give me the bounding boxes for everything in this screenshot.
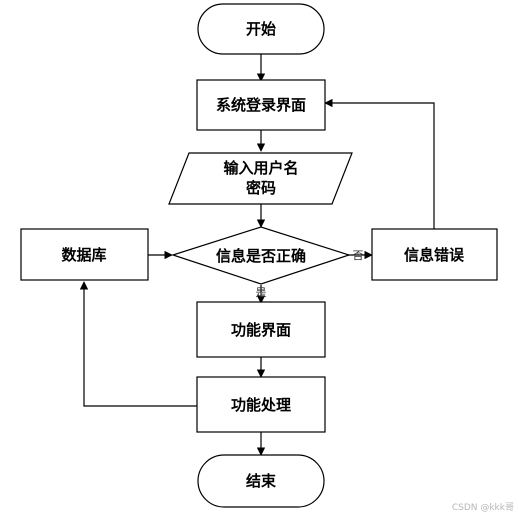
login-label: 系统登录界面 xyxy=(216,96,306,114)
edge-process-database xyxy=(79,281,197,407)
start-node xyxy=(197,3,325,55)
input-label-line1: 输入用户名 xyxy=(223,159,298,177)
check-label: 信息是否正确 xyxy=(216,247,306,265)
check-node xyxy=(171,226,351,285)
edge-error-login xyxy=(324,98,435,229)
error-label: 信息错误 xyxy=(404,246,465,264)
process-label: 功能处理 xyxy=(231,396,291,414)
no-label: 否 xyxy=(353,249,364,262)
process-node xyxy=(196,376,326,433)
error-node xyxy=(371,228,498,281)
watermark: CSDN @kkk哥 xyxy=(452,502,514,513)
end-label: 结束 xyxy=(246,472,277,490)
database-node xyxy=(20,228,149,281)
yes-label: 是 xyxy=(256,286,267,299)
login-node xyxy=(196,79,326,131)
function-ui-node xyxy=(196,301,326,358)
input-label-line2: 密码 xyxy=(246,179,276,197)
database-label: 数据库 xyxy=(61,246,106,264)
function-ui-label: 功能界面 xyxy=(231,321,291,339)
input-node xyxy=(168,152,353,205)
start-label: 开始 xyxy=(246,20,276,38)
end-node xyxy=(197,454,325,508)
